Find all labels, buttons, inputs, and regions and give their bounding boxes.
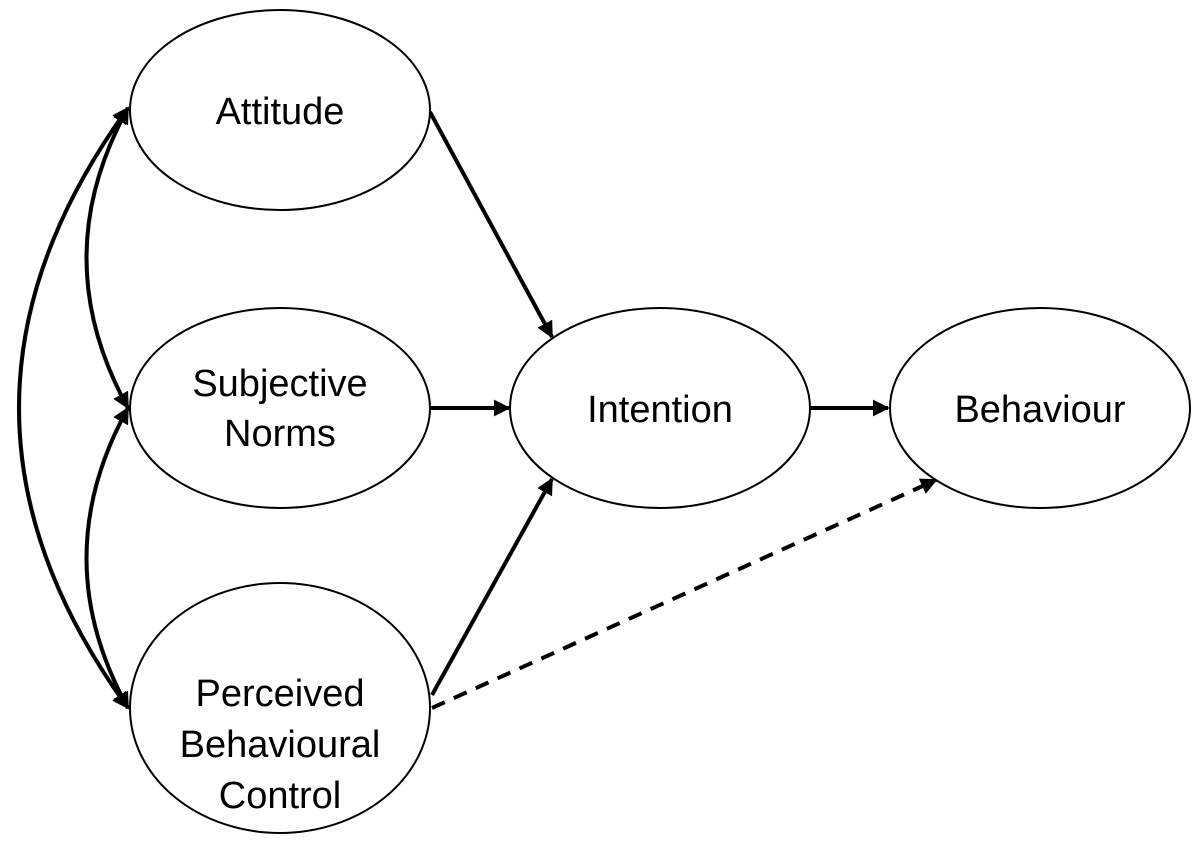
edge-attitude-pbc [17, 106, 130, 710]
edge-pbc-intention [430, 477, 554, 696]
node-behaviour-label: Behaviour [954, 389, 1125, 431]
edge-subjective-norms-pbc [84, 406, 130, 710]
node-attitude: Attitude [129, 9, 431, 211]
node-subjective-norms-line2: Norms [224, 413, 336, 455]
node-perceived-behavioural-control: Perceived Behavioural Control [129, 582, 431, 834]
node-pbc-line1: Perceived [196, 673, 365, 715]
edge-attitude-subjective-norms [84, 106, 130, 410]
node-pbc-line2: Behavioural [180, 724, 381, 766]
node-subjective-norms: Subjective Norms [129, 307, 431, 509]
node-intention-label: Intention [587, 389, 733, 431]
node-behaviour: Behaviour [889, 307, 1191, 509]
edge-pbc-behaviour [431, 478, 938, 710]
edge-attitude-intention [428, 111, 554, 339]
node-intention: Intention [509, 307, 811, 509]
node-pbc-line3: Control [219, 775, 342, 817]
node-attitude-label: Attitude [216, 91, 345, 133]
node-subjective-norms-line1: Subjective [192, 363, 367, 405]
